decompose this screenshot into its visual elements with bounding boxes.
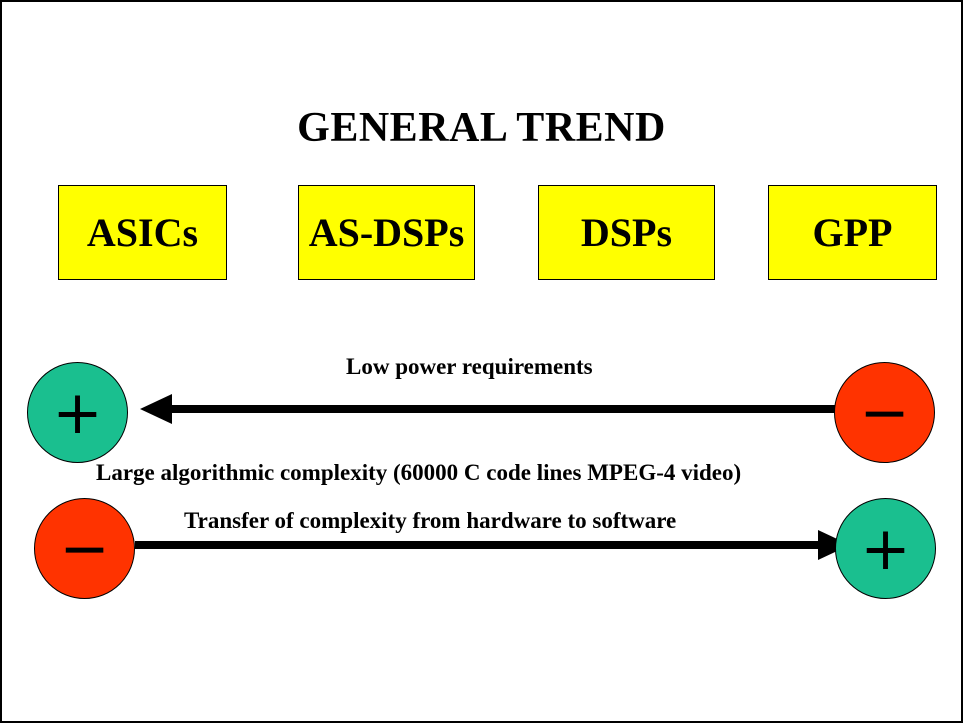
slide-title: GENERAL TREND: [297, 105, 666, 151]
plus-circle-left-top: +: [27, 362, 128, 463]
box-dsps: DSPs: [538, 185, 715, 280]
box-gpp: GPP: [768, 185, 937, 280]
top-arrowhead: [140, 394, 172, 424]
bottom-arrow-label: Transfer of complexity from hardware to …: [184, 508, 677, 533]
bottom-arrowhead: [818, 530, 850, 560]
top-arrow-label: Low power requirements: [346, 354, 593, 379]
complexity-label: Large algorithmic complexity (60000 C co…: [96, 460, 742, 485]
minus-circle-left-bottom: −: [34, 498, 135, 599]
minus-circle-right-top: −: [834, 362, 935, 463]
box-asics: ASICs: [58, 185, 227, 280]
plus-circle-right-bottom: +: [835, 498, 936, 599]
box-as-dsps: AS-DSPs: [298, 185, 475, 280]
